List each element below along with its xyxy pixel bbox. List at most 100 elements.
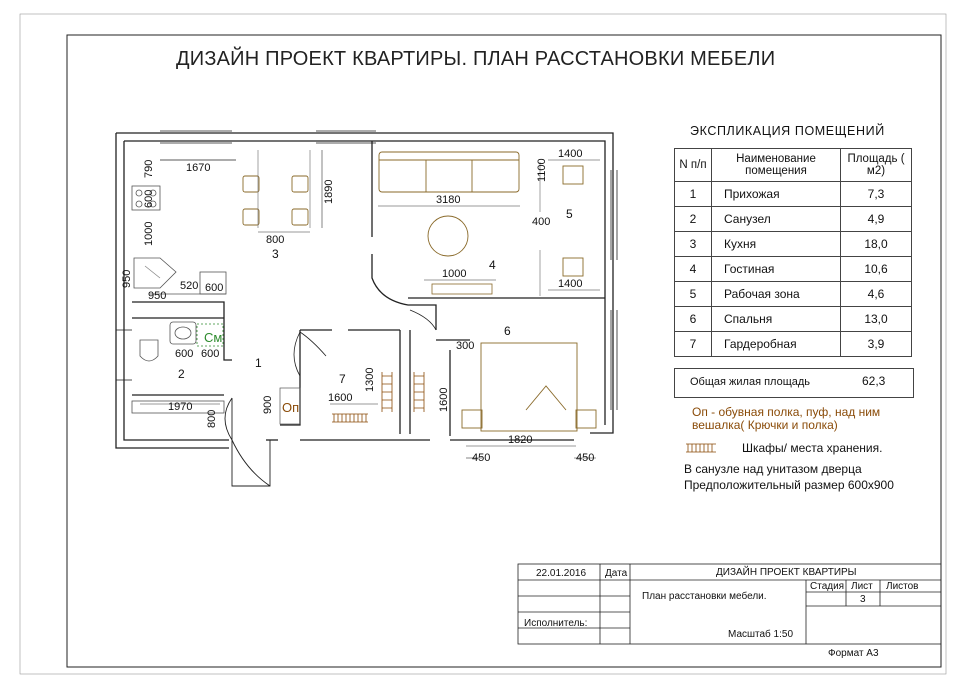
dim-600v: 600 — [143, 189, 155, 208]
room-number-4: 4 — [489, 258, 496, 272]
stamp-sheet-name: План расстановки мебели. — [642, 591, 767, 602]
row-area: 3,9 — [840, 331, 912, 357]
inner-frame — [66, 34, 942, 668]
row-area: 18,0 — [840, 231, 912, 257]
room-number-1: 1 — [255, 356, 262, 370]
dim-600b: 600 — [175, 348, 194, 360]
dim-1000: 1000 — [143, 221, 155, 246]
stamp-date-label: Дата — [605, 568, 628, 579]
row-number: 2 — [674, 206, 712, 232]
note-storage: Шкафы/ места хранения. — [742, 441, 883, 455]
stamp-date: 22.01.2016 — [536, 568, 587, 579]
row-number: 6 — [674, 306, 712, 332]
row-number: 7 — [674, 331, 712, 357]
entrance-door — [224, 397, 271, 487]
total-area-label: Общая жилая площадь — [690, 376, 811, 388]
header-name: Наименование помещения — [711, 148, 841, 182]
row-name: Гостиная — [711, 256, 841, 282]
dim-950v: 950 — [121, 269, 133, 288]
dim-300: 300 — [456, 340, 475, 352]
row-name: Спальня — [711, 306, 841, 332]
table-header-row: N п/п Наименование помещения Площадь ( м… — [674, 148, 912, 182]
dim-790: 790 — [143, 159, 155, 178]
header-number: N п/п — [674, 148, 712, 182]
stamp-sheets-label: Листов — [886, 581, 919, 592]
windows — [116, 130, 618, 410]
dim-1300: 1300 — [364, 367, 376, 392]
stamp-project: ДИЗАЙН ПРОЕКТ КВАРТИРЫ — [716, 567, 857, 578]
shoe-rack — [279, 387, 301, 425]
note-bath-line2: Предположительный размер 600х900 — [684, 478, 894, 492]
row-name: Прихожая — [711, 181, 841, 207]
work-chairs — [539, 162, 584, 296]
explication-title: ЭКСПЛИКАЦИЯ ПОМЕЩЕНИЙ — [690, 124, 885, 138]
dim-600c: 600 — [201, 348, 220, 360]
dim-1600h: 1600 — [328, 392, 353, 404]
row-number: 3 — [674, 231, 712, 257]
outer-border — [19, 13, 947, 675]
storage-hatch — [332, 372, 716, 453]
dim-450a: 450 — [472, 452, 491, 464]
dim-950: 950 — [148, 290, 167, 302]
door-arcs — [293, 309, 437, 377]
dim-1600v: 1600 — [438, 387, 450, 412]
walls — [115, 132, 614, 449]
title-block — [517, 563, 942, 645]
dim-800v: 800 — [206, 409, 218, 428]
explication-table: N п/п Наименование помещения Площадь ( м… — [674, 148, 912, 357]
washer — [196, 323, 224, 347]
note-op-line1: Оп - обувная полка, пуф, над ним — [692, 405, 881, 419]
row-number: 4 — [674, 256, 712, 282]
total-area-value: 62,3 — [862, 374, 886, 388]
dim-1400a: 1400 — [558, 148, 583, 160]
dim-1670: 1670 — [186, 162, 211, 174]
note-bath-line1: В санузле над унитазом дверца — [684, 462, 862, 476]
stamp-performer: Исполнитель: — [524, 618, 588, 629]
sofa — [378, 151, 520, 193]
dim-900: 900 — [262, 395, 274, 414]
dimension-lines — [140, 150, 600, 459]
drawing-title: ДИЗАЙН ПРОЕКТ КВАРТИРЫ. ПЛАН РАССТАНОВКИ… — [176, 48, 776, 70]
row-area: 4,6 — [840, 281, 912, 307]
dim-400: 400 — [532, 216, 551, 228]
dim-1890: 1890 — [323, 179, 335, 204]
row-area: 7,3 — [840, 181, 912, 207]
room-number-2: 2 — [178, 367, 185, 381]
stamp-sheet-number: 3 — [860, 594, 866, 605]
dim-450b: 450 — [576, 452, 595, 464]
row-name: Кухня — [711, 231, 841, 257]
room-number-3: 3 — [272, 247, 279, 261]
row-name: Рабочая зона — [711, 281, 841, 307]
row-number: 5 — [674, 281, 712, 307]
tv-unit — [431, 283, 493, 295]
room-number-6: 6 — [504, 324, 511, 338]
dim-800: 800 — [266, 234, 285, 246]
dim-600a: 600 — [205, 282, 224, 294]
stamp-format: Формат А3 — [828, 648, 879, 659]
row-area: 4,9 — [840, 206, 912, 232]
dim-1100: 1100 — [536, 158, 548, 182]
dining-chairs — [242, 150, 311, 228]
total-area-box — [674, 368, 914, 398]
note-op-line2: вешалка( Крючки и полка) — [692, 418, 838, 432]
row-number: 1 — [674, 181, 712, 207]
label-op: Оп — [282, 400, 300, 415]
label-cm: См — [204, 330, 223, 345]
row-area: 10,6 — [840, 256, 912, 282]
stamp-scale: Масштаб 1:50 — [728, 629, 794, 640]
stamp-sheet-label: Лист — [851, 581, 873, 592]
row-name: Гардеробная — [711, 331, 841, 357]
stamp-stage-label: Стадия — [810, 581, 845, 592]
dim-1820: 1820 — [508, 434, 533, 446]
dim-1970: 1970 — [168, 401, 193, 413]
room-number-7: 7 — [339, 372, 346, 386]
bed — [461, 342, 597, 432]
